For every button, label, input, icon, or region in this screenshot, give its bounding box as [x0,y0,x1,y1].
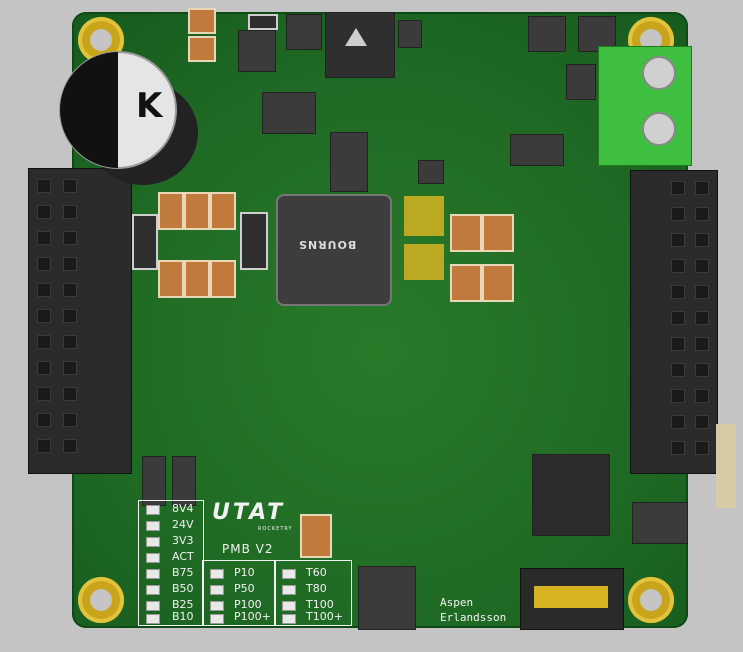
status-led [146,601,160,611]
p-label: P100+ [234,610,271,623]
mounting-hole-bottom-left [78,577,124,623]
p-label: P100 [234,598,262,611]
soic-ic-center [330,132,368,192]
smd-capacitor [184,260,210,298]
smd-capacitor [300,514,332,558]
capacitor-polarity-mark: K [136,86,163,126]
microcontroller-qfp [532,454,610,536]
status-label: B25 [172,598,194,611]
t-led-grid [274,560,352,626]
t-label: T60 [306,566,327,579]
p-led [210,614,224,624]
terminal-screw-2 [642,112,676,146]
bottom-ic [358,566,416,630]
ic-top-right-1 [528,16,566,52]
header-pins [534,586,608,608]
regulator-logo-icon [345,28,367,46]
diode-smd [510,134,564,166]
smd-capacitor [450,214,482,252]
p-label: P50 [234,582,255,595]
smd-capacitor [188,36,216,62]
status-led [146,569,160,579]
smd-capacitor [450,264,482,302]
microchip-ic [632,502,688,544]
mounting-hole-bottom-right [628,577,674,623]
board-title: PMB V2 [222,542,274,556]
smd-capacitor [158,260,184,298]
p-led-grid [202,560,276,626]
status-led [146,505,160,515]
status-label: B50 [172,582,194,595]
status-led-grid [138,500,204,626]
ic-small-center [418,160,444,184]
terminal-screw-1 [642,56,676,90]
left-pin-header [28,168,132,474]
status-label: 3V3 [172,534,194,547]
t-label: T80 [306,582,327,595]
utat-logo: UTAT [212,500,286,525]
smd-resistor [132,214,158,270]
pin-socket [142,456,166,506]
smd-capacitor [210,260,236,298]
inductor-label: BOURNS [298,238,357,251]
pin-socket [172,456,196,506]
author-first-name: Aspen [440,596,474,609]
t-led [282,614,296,624]
ic-top-1 [238,30,276,72]
p-led [210,585,224,595]
smd-capacitor [210,192,236,230]
power-inductor [276,194,392,306]
solder-pad-array [404,244,444,280]
status-label: ACT [172,550,194,563]
status-led [146,553,160,563]
author-last-name: Erlandsson [440,611,507,624]
edge-contacts [716,424,736,508]
t-label: T100+ [306,610,343,623]
ic-top-2 [286,14,322,50]
p-led [210,601,224,611]
status-led [146,585,160,595]
smd-capacitor [482,264,514,302]
status-label: B10 [172,610,194,623]
status-led [146,521,160,531]
right-pin-header [630,170,718,474]
status-led [146,537,160,547]
t-led [282,569,296,579]
p-led [210,569,224,579]
electrolytic-capacitor: K [38,48,198,188]
smd-capacitor [188,8,216,34]
smd-capacitor [184,192,210,230]
smd-capacitor [482,214,514,252]
status-label: 24V [172,518,194,531]
t-label: T100 [306,598,334,611]
solder-pad-array [404,196,444,236]
smd-resistor [240,212,268,270]
t-led [282,601,296,611]
t-led [282,585,296,595]
utat-logo-subtitle: ROCKETRY [258,526,293,532]
sot-ic-top [398,20,422,48]
p-label: P10 [234,566,255,579]
ic-right-small [566,64,596,100]
status-led [146,614,160,624]
status-label: 8V4 [172,502,194,515]
smd-capacitor [158,192,184,230]
smd-resistor [248,14,278,30]
qfn-ic [262,92,316,134]
status-label: B75 [172,566,194,579]
